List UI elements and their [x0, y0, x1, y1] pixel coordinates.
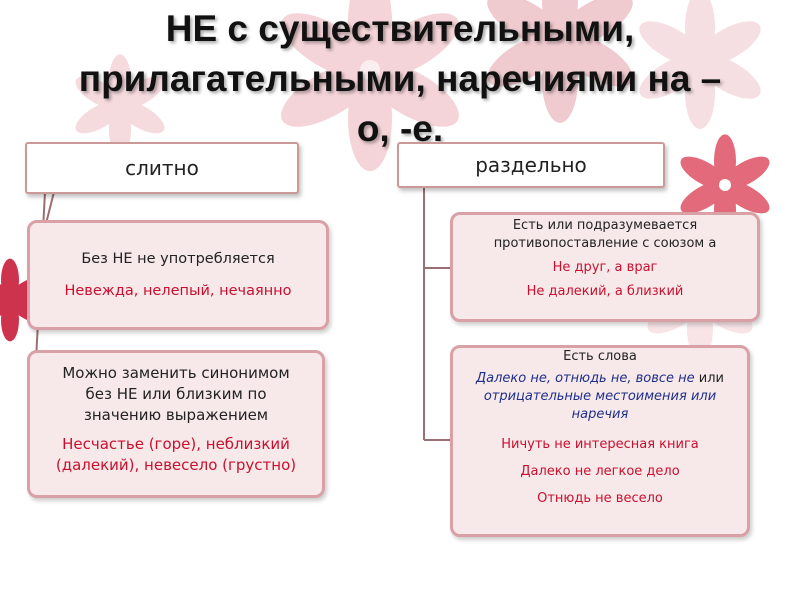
- rule-text-line-2: противопоставление с союзом а: [493, 236, 717, 251]
- header-razdelno: раздельно: [397, 142, 665, 188]
- example-text-2: Не далекий, а близкий: [526, 284, 684, 299]
- words-line-1: Далеко не, отнюдь не, вовсе не или: [453, 370, 747, 388]
- rule-text-line-1: Есть или подразумевается: [512, 218, 698, 233]
- card-razdelno-rule-1: Есть или подразумевается противопоставле…: [450, 212, 760, 322]
- rule-text-line-2: без НЕ или близким по: [85, 385, 267, 403]
- header-razdelno-label: раздельно: [475, 153, 587, 177]
- header-slitno-label: слитно: [125, 156, 199, 180]
- example-text-1: Не друг, а враг: [552, 260, 658, 275]
- example-text-1: Ничуть не интересная книга: [501, 437, 699, 452]
- words-line-3: наречия: [571, 407, 629, 422]
- words-list-1: Далеко не, отнюдь не, вовсе не: [475, 371, 695, 386]
- title-line-2: прилагательными, наречиями на –: [78, 58, 722, 99]
- card-slitno-rule-2: Можно заменить синонимом без НЕ или близ…: [27, 350, 325, 498]
- example-text: Невежда, нелепый, нечаянно: [64, 283, 292, 299]
- words-line-2: отрицательные местоимения или: [483, 389, 717, 404]
- example-text-3: Отнюдь не весело: [537, 491, 663, 506]
- rule-text-line-1: Можно заменить синонимом: [62, 364, 290, 382]
- example-text-line-2: (далекий), невесело (грустно): [55, 456, 297, 474]
- card-slitno-rule-1: Без НЕ не употребляется Невежда, нелепый…: [27, 220, 329, 330]
- rule-text: Без НЕ не употребляется: [81, 251, 275, 267]
- header-slitno: слитно: [25, 142, 299, 194]
- example-text-2: Далеко не легкое дело: [520, 464, 680, 479]
- rule-text-line-3: значению выражением: [83, 406, 269, 424]
- example-text-line-1: Несчастье (горе), неблизкий: [62, 435, 290, 453]
- title-line-1: НЕ с существительными,: [165, 8, 635, 49]
- words-or: или: [694, 371, 725, 386]
- card-razdelno-rule-2: Есть слова Далеко не, отнюдь не, вовсе н…: [450, 345, 750, 537]
- page-title: НЕ с существительными, прилагательными, …: [0, 4, 800, 154]
- rule-text: Есть слова: [563, 349, 637, 364]
